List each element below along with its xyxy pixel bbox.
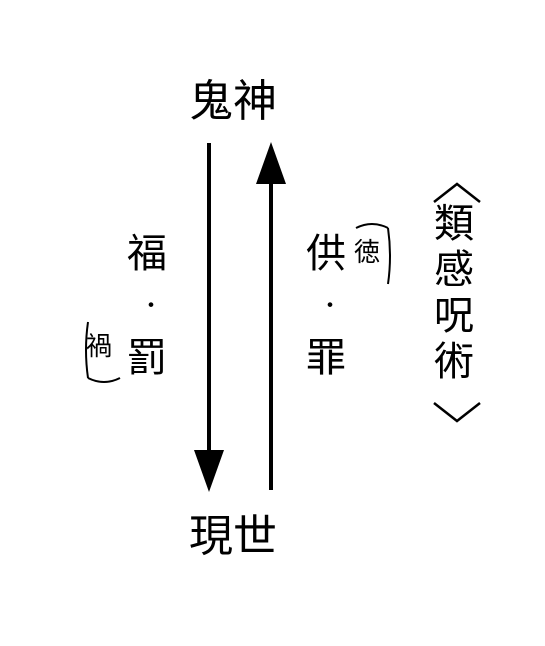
side-label: 類 感 呪 術 [432,180,480,430]
side-bracket-top [433,182,481,203]
side-label-char-4: 術 [434,339,474,385]
right-label-separator: ・ [319,294,342,319]
right-note-char: 徳 [354,238,381,268]
left-label-char1: 福 [127,231,167,277]
top-node-label: 鬼神 [189,76,277,127]
side-label-char-3: 呪 [434,293,474,339]
right-label-char2: 罪 [306,335,346,381]
side-bracket-bottom [433,402,481,423]
down-arrow [194,143,224,492]
left-note-char: 禍 [86,332,113,362]
up-arrow [256,142,286,490]
right-note: 徳 [352,226,392,288]
side-label-char-1: 類 [434,201,474,247]
left-note-bracket [85,321,121,383]
right-note-bracket [355,223,391,285]
right-label-char1: 供 [306,231,346,277]
bottom-node-label: 現世 [189,511,277,562]
left-note: 禍 [84,320,124,382]
right-arrow-label: 供 ・ 罪 [306,231,346,378]
left-label-char2: 罰 [127,335,167,381]
left-arrow-label: 福 ・ 罰 [127,231,167,378]
side-label-char-2: 感 [434,247,474,293]
left-label-separator: ・ [140,294,163,319]
